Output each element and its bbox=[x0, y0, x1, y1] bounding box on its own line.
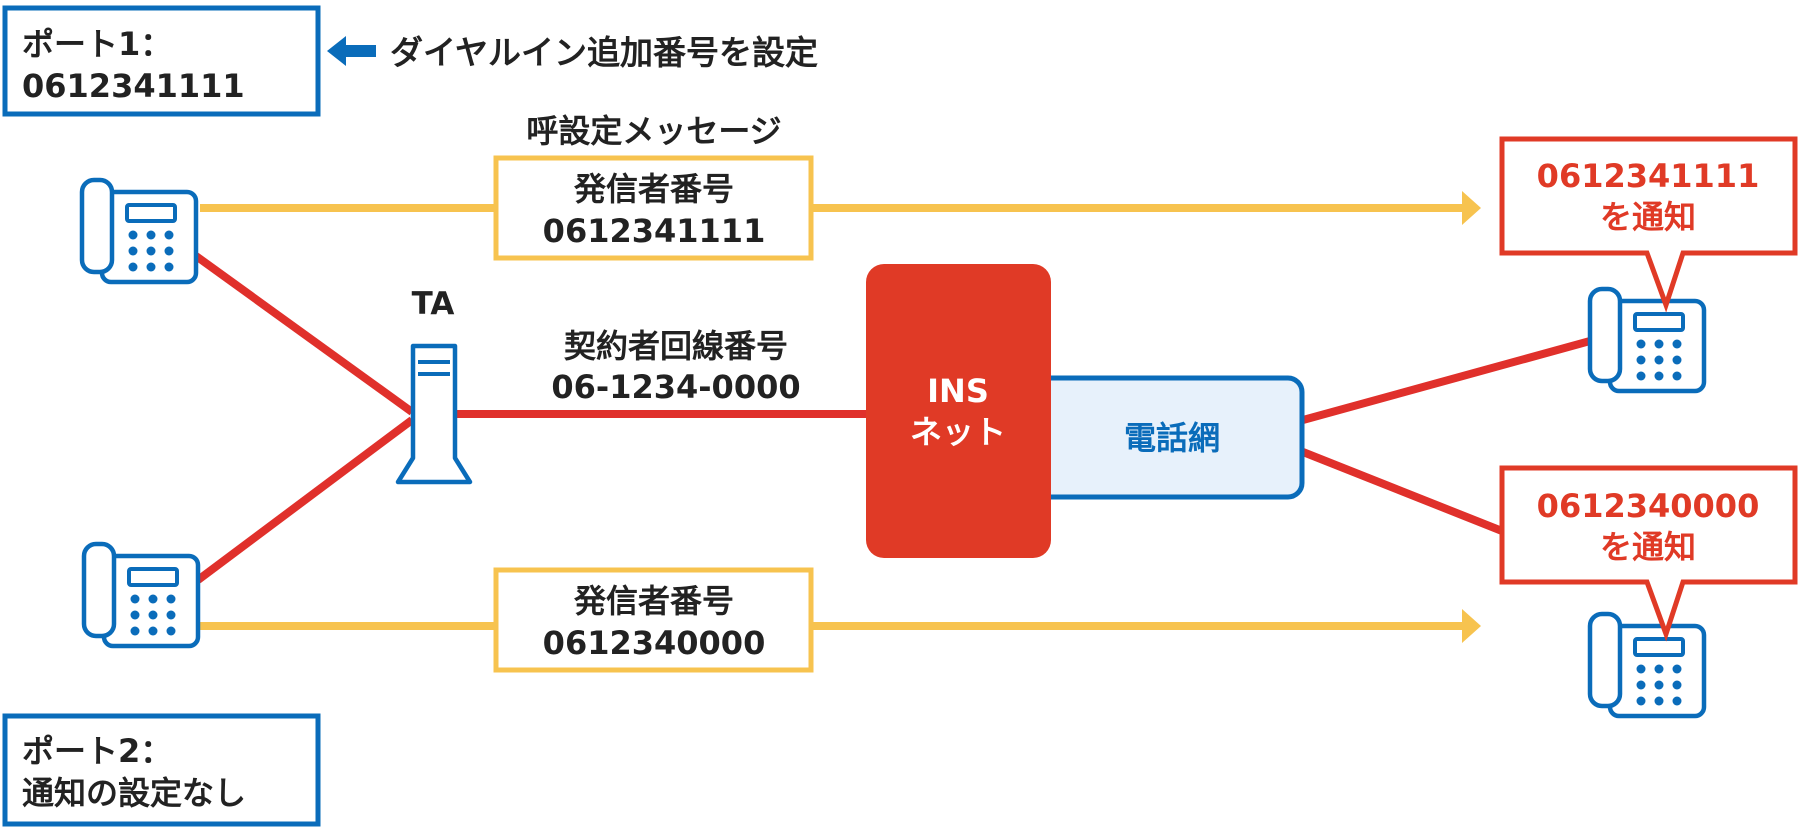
ta-label: TA bbox=[412, 286, 455, 322]
caller-box-top: 発信者番号 0612341111 bbox=[493, 155, 814, 261]
telephone-icon bbox=[1590, 614, 1704, 716]
line-network-phone4 bbox=[1301, 448, 1504, 535]
call-setup-label: 呼設定メッセージ bbox=[526, 112, 781, 150]
port2-value: 通知の設定なし bbox=[22, 774, 246, 812]
caller-box-bottom-title: 発信者番号 bbox=[573, 582, 734, 620]
ins-net-line2: ネット bbox=[910, 413, 1006, 451]
line-phone1-ta bbox=[193, 252, 415, 416]
contract-line-value: 06-1234-0000 bbox=[551, 368, 800, 406]
port1-note: ダイヤルイン追加番号を設定 bbox=[390, 33, 818, 72]
telephone-icon bbox=[84, 544, 198, 646]
notify-bottom-text: を通知 bbox=[1600, 528, 1696, 566]
port2-title: ポート2： bbox=[22, 732, 172, 770]
port2-box: ポート2： 通知の設定なし bbox=[2, 713, 321, 827]
port1-title: ポート1： bbox=[22, 25, 172, 63]
ins-net-box: INS ネット bbox=[866, 264, 1051, 558]
caller-box-bottom-value: 0612340000 bbox=[543, 624, 766, 662]
notify-bottom-number: 0612340000 bbox=[1537, 487, 1760, 525]
caller-box-top-value: 0612341111 bbox=[543, 212, 766, 250]
notify-top-number: 0612341111 bbox=[1537, 157, 1760, 195]
port1-value: 0612341111 bbox=[22, 67, 245, 105]
phone-network-box: 電話網 bbox=[1007, 375, 1305, 500]
arrow-right-icon bbox=[1462, 191, 1481, 225]
telephone-icon bbox=[1590, 289, 1704, 391]
phone-network-label: 電話網 bbox=[1124, 419, 1220, 457]
line-network-phone3 bbox=[1301, 337, 1592, 424]
caller-box-top-title: 発信者番号 bbox=[573, 170, 734, 208]
line-phone2-ta bbox=[195, 416, 415, 584]
notify-callout-bottom: 0612340000 を通知 bbox=[1499, 465, 1798, 642]
notify-callout-top: 0612341111 を通知 bbox=[1499, 136, 1798, 313]
telephone-icon bbox=[82, 180, 196, 282]
ins-net-line1: INS bbox=[927, 372, 989, 410]
arrow-left-icon bbox=[327, 36, 376, 66]
ta-terminal-adapter-icon bbox=[395, 343, 473, 485]
arrow-right-icon bbox=[1462, 609, 1481, 643]
caller-box-bottom: 発信者番号 0612340000 bbox=[493, 567, 814, 673]
contract-line-title: 契約者回線番号 bbox=[564, 327, 788, 365]
port1-box: ポート1： 0612341111 bbox=[2, 5, 321, 117]
notify-top-text: を通知 bbox=[1600, 198, 1696, 236]
